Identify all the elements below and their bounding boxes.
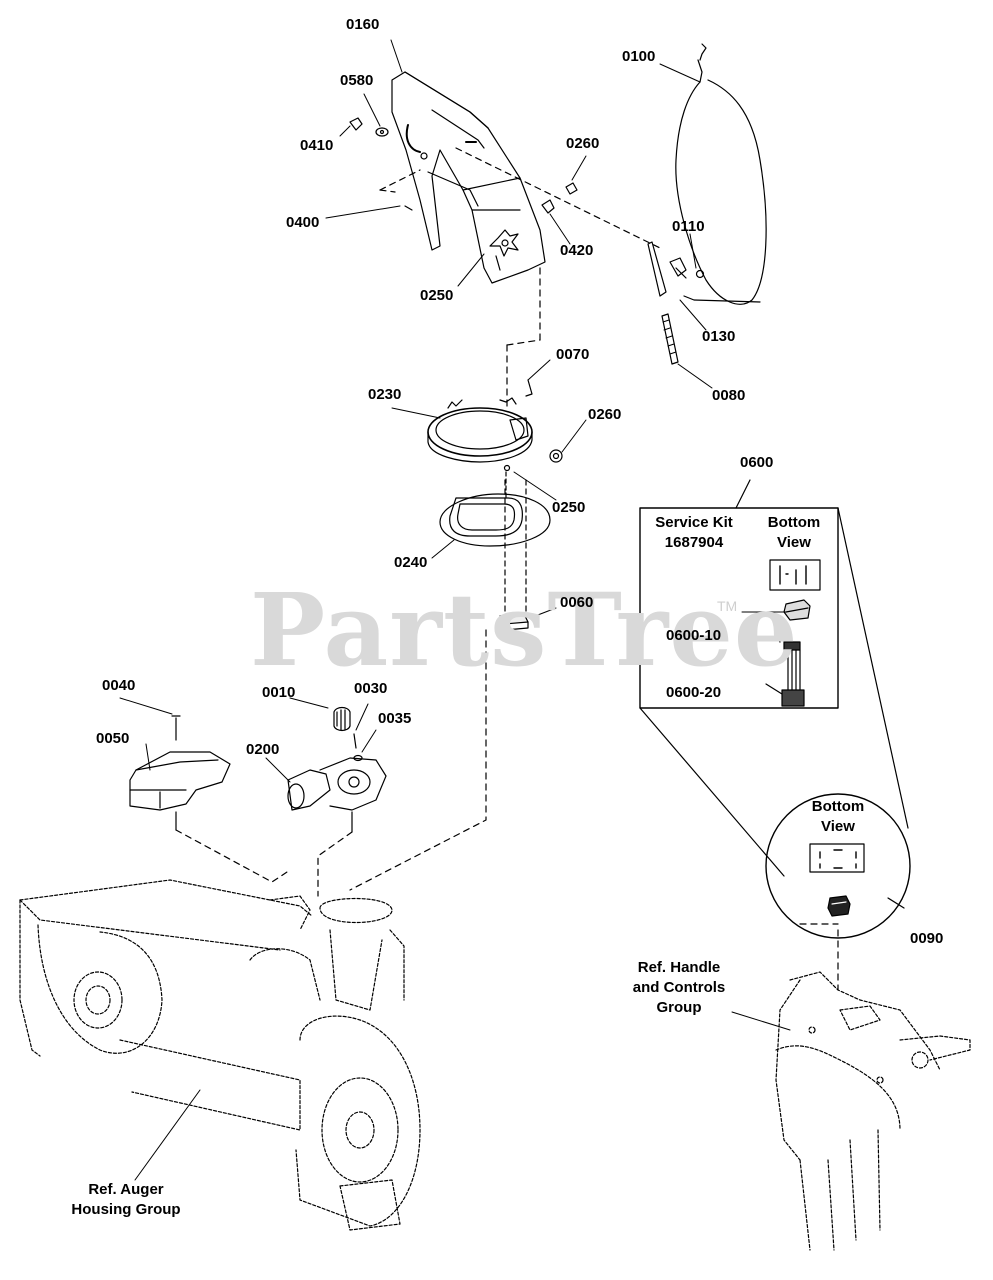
assembly-lines-top (379, 147, 661, 409)
callout-0060: 0060 (560, 594, 594, 611)
callout-0260: 0260 (566, 135, 600, 152)
watermark: PartsTree (250, 571, 799, 689)
auger-housing (19, 879, 421, 1231)
callout-0130: 0130 (702, 328, 736, 345)
service-kit-heading: Service Kit 1687904 (644, 513, 744, 553)
switch-bottom-view (769, 559, 821, 591)
motor-cover-part (129, 715, 231, 831)
callout-0600-20: 0600-20 (666, 684, 722, 701)
callout-0030: 0030 (354, 680, 388, 697)
circle-bottom-view-line1: Bottom (811, 798, 865, 815)
service-kit-number: 1687904 (664, 534, 724, 551)
callout-0080: 0080 (712, 387, 746, 404)
ref-handle-line2: and Controls (632, 979, 726, 996)
kit-bottom-view-heading: Bottom View (752, 513, 836, 553)
callout-0240: 0240 (394, 554, 428, 571)
wire-harness-part (781, 641, 805, 707)
ref-handle-line3: Group (656, 999, 702, 1016)
callout-0410: 0410 (300, 137, 334, 154)
rocker-switch-part (783, 599, 811, 621)
ref-auger-line2: Housing Group (71, 1201, 181, 1218)
detail-leader-right (837, 507, 909, 829)
callout-0580: 0580 (340, 72, 374, 89)
linkage-parts (647, 241, 705, 365)
callout-0110: 0110 (672, 218, 705, 235)
callout-0070: 0070 (556, 346, 590, 363)
cable-part (675, 43, 767, 305)
kit-callout-leader (735, 479, 751, 509)
kit-bottom-view-line1: Bottom (767, 514, 821, 531)
service-kit-box (639, 507, 839, 709)
callout-0250-lower: 0250 (552, 499, 586, 516)
chute-part (391, 71, 546, 284)
ref-auger-housing-label: Ref. Auger Housing Group (56, 1180, 196, 1220)
callout-0420: 0420 (560, 242, 594, 259)
circle-bottom-view-heading: Bottom View (794, 797, 882, 837)
service-kit-title: Service Kit (655, 514, 733, 531)
bearing-plate-part (439, 464, 551, 547)
callout-0090: 0090 (910, 930, 944, 947)
callout-0600-10: 0600-10 (666, 627, 722, 644)
callout-0050: 0050 (96, 730, 130, 747)
watermark-trademark: TM (717, 598, 738, 614)
callout-0035: 0035 (378, 710, 412, 727)
callout-0010: 0010 (262, 684, 296, 701)
callout-0100: 0100 (622, 48, 656, 65)
ref-handle-controls-label: Ref. Handle and Controls Group (614, 958, 744, 1018)
ring-gear-part (427, 379, 563, 463)
detail-circle (765, 793, 911, 939)
clip-part (499, 479, 529, 631)
circle-callout-leader (887, 897, 905, 909)
callout-leaders (119, 39, 791, 1181)
bottom-view-outline (809, 843, 865, 873)
kit-bottom-view-line2: View (777, 534, 811, 551)
detail-leader-left (639, 707, 785, 877)
handle-controls (775, 971, 971, 1251)
callout-0250: 0250 (420, 287, 454, 304)
ref-auger-line1: Ref. Auger (88, 1181, 164, 1198)
kit-leaders (765, 635, 783, 695)
ref-handle-line1: Ref. Handle (637, 959, 721, 976)
callout-0160: 0160 (346, 16, 380, 33)
drive-motor-part (287, 706, 387, 833)
assembly-lines-bottom (175, 629, 839, 991)
callout-0230: 0230 (368, 386, 402, 403)
switch-in-circle (827, 895, 851, 917)
callout-0040: 0040 (102, 677, 136, 694)
callout-0260-lower: 0260 (588, 406, 622, 423)
callout-0400: 0400 (286, 214, 320, 231)
circle-bottom-view-line2: View (821, 818, 855, 835)
callout-0600: 0600 (740, 454, 774, 471)
chute-fasteners (349, 117, 578, 214)
callout-0200: 0200 (246, 741, 280, 758)
